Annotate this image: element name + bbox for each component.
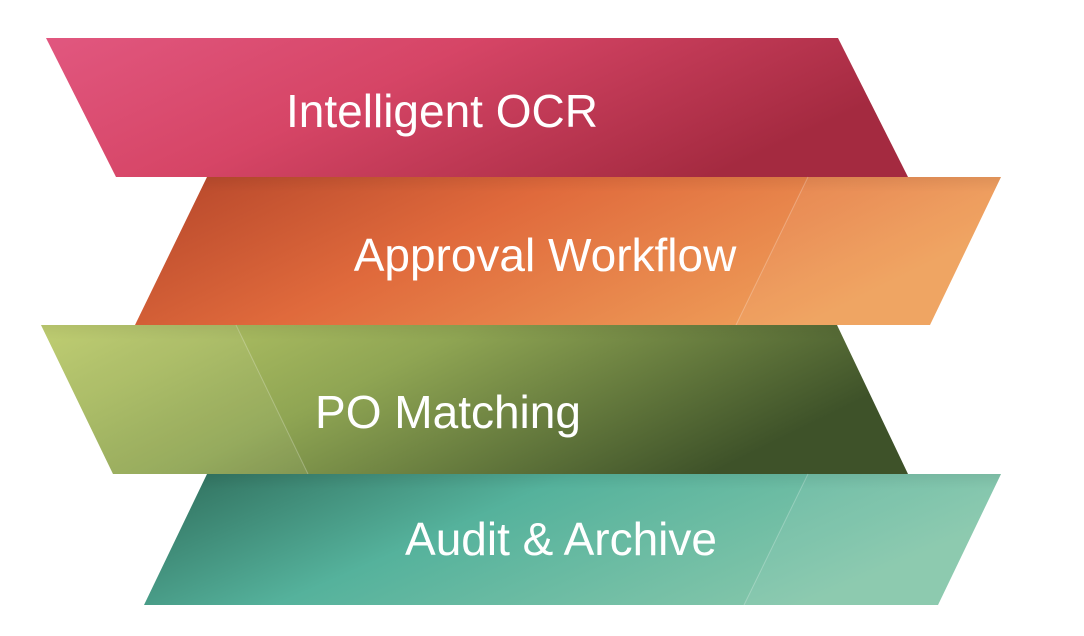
band-audit-archive: Audit & Archive xyxy=(144,473,1001,606)
band-facet xyxy=(736,177,1001,325)
band-facet-edge xyxy=(735,176,809,326)
band-intelligent-ocr: Intelligent OCR xyxy=(46,38,908,177)
band-label: PO Matching xyxy=(315,386,581,438)
band-approval-workflow: Approval Workflow xyxy=(135,176,1001,326)
band-shape xyxy=(46,38,908,177)
band-shape xyxy=(135,177,1001,325)
band-po-matching: PO Matching xyxy=(41,324,908,475)
band-shape xyxy=(41,325,908,474)
band-facet xyxy=(744,474,1001,605)
band-label: Approval Workflow xyxy=(354,229,737,281)
band-label: Audit & Archive xyxy=(405,513,717,565)
band-label: Intelligent OCR xyxy=(286,85,598,137)
band-top-shadow xyxy=(41,325,844,340)
band-shape xyxy=(144,474,1001,605)
band-top-shadow xyxy=(200,177,1001,192)
band-facet-edge xyxy=(235,324,309,475)
band-facet xyxy=(41,325,308,474)
band-top-shadow xyxy=(200,474,1001,489)
band-facet-edge xyxy=(743,473,809,606)
